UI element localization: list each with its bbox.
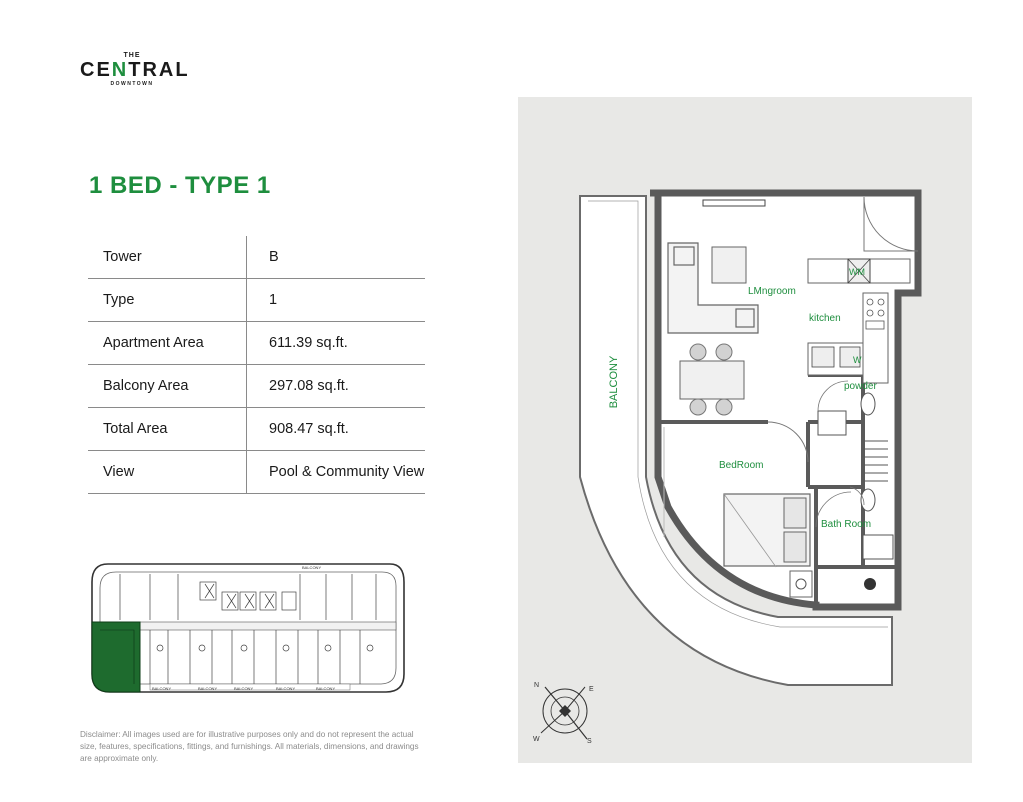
spec-label: Balcony Area bbox=[88, 364, 247, 408]
keyplan-balcony-label: BALCONY bbox=[198, 686, 217, 691]
compass-s: S bbox=[587, 738, 592, 745]
disclaimer-text: Disclaimer: All images used are for illu… bbox=[80, 730, 419, 763]
keyplan-balcony-label: BALCONY bbox=[302, 565, 321, 570]
spec-value: Pool & Community View bbox=[246, 450, 425, 494]
spec-label: Apartment Area bbox=[88, 321, 247, 365]
logo-wordmark: CENTRAL bbox=[80, 59, 190, 81]
keyplan-balcony-label: BALCONY bbox=[276, 686, 295, 691]
w-label: W bbox=[853, 355, 862, 365]
floor-plan-panel: BALCONY bbox=[518, 97, 972, 763]
spec-label: View bbox=[88, 450, 247, 494]
bedroom-label: BedRoom bbox=[719, 460, 763, 471]
floor-plan: BALCONY bbox=[533, 189, 922, 745]
highlighted-unit bbox=[91, 621, 141, 693]
compass-w: W bbox=[533, 736, 540, 743]
spec-label: Type bbox=[88, 278, 247, 322]
powder-room-label: powder bbox=[844, 381, 877, 392]
bathroom-label: Bath Room bbox=[821, 519, 871, 530]
compass-e: E bbox=[589, 686, 594, 693]
key-plan: BALCONY BALCONY BALCONY BALCONY BALCONY … bbox=[91, 563, 405, 693]
apartment-walls bbox=[650, 189, 922, 611]
spec-value: 297.08 sq.ft. bbox=[246, 364, 425, 408]
compass-n: N bbox=[534, 682, 539, 689]
spec-value: 1 bbox=[246, 278, 425, 322]
spec-value: 611.39 sq.ft. bbox=[246, 321, 425, 365]
spec-value: 908.47 sq.ft. bbox=[246, 407, 425, 451]
keyplan-balcony-label: BALCONY bbox=[234, 686, 253, 691]
spec-label: Total Area bbox=[88, 407, 247, 451]
unit-title: 1 BED - TYPE 1 bbox=[89, 172, 271, 199]
balcony-area bbox=[579, 195, 893, 686]
brand-logo: THE CENTRAL DOWNTOWN bbox=[80, 52, 190, 87]
keyplan-balcony-label: BALCONY bbox=[152, 686, 171, 691]
spec-value: B bbox=[246, 236, 425, 279]
compass-icon: N E S W bbox=[533, 682, 594, 745]
kitchen-label: kitchen bbox=[809, 313, 841, 324]
logo-line-1: THE bbox=[123, 52, 141, 59]
living-room-label: LMngroom bbox=[748, 286, 796, 297]
spec-label: Tower bbox=[88, 236, 247, 279]
keyplan-balcony-label: BALCONY bbox=[316, 686, 335, 691]
balcony-label: BALCONY bbox=[608, 355, 620, 408]
wm-label: WM bbox=[849, 267, 865, 277]
logo-line-3: DOWNTOWN bbox=[110, 81, 154, 87]
